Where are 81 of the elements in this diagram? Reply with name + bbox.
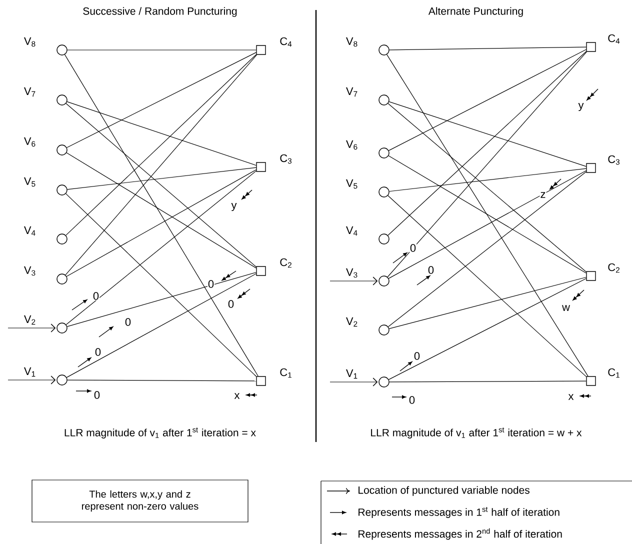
message-value: 0 [413, 352, 421, 360]
connector-line [66, 101, 256, 166]
connector-line [388, 278, 586, 380]
connector-line [66, 103, 256, 268]
message-value: 0 [408, 396, 416, 404]
connector-line [389, 46, 586, 50]
node-label: C$_{3}$ [608, 155, 620, 165]
panel-title: Successive / Random Puncturing [82, 6, 238, 18]
connector-line [66, 169, 256, 277]
connector-line [388, 172, 586, 327]
message-value: 0 [93, 390, 101, 400]
connector-line [388, 170, 586, 279]
legend-text: Represents messages in 1$^{st}$ half of iteration [358, 507, 560, 518]
connector-line [66, 272, 256, 327]
connector-line [387, 52, 588, 278]
connector-line [388, 276, 586, 329]
node-label: V$_{8}$ [24, 37, 36, 47]
legend-text: Location of punctured variable nodes [358, 486, 530, 496]
node-label: V$_{3}$ [346, 268, 358, 278]
connector-line [66, 152, 256, 268]
node-label: V$_{5}$ [346, 179, 358, 189]
message-value: y [578, 102, 584, 112]
connector-line [388, 51, 586, 236]
connector-line [388, 49, 586, 151]
message-value: w [562, 304, 570, 312]
node-label: C$_{1}$ [608, 368, 620, 378]
puncture-arrow [330, 378, 378, 386]
node-label: C$_{4}$ [608, 34, 620, 44]
message-value: 0 [409, 244, 417, 252]
connector-line [66, 54, 256, 236]
connector-line [388, 195, 586, 377]
node-label: V$_{1}$ [346, 369, 358, 379]
message-value: 0 [94, 348, 102, 356]
message-value: x [234, 392, 240, 400]
node-label: V$_{2}$ [346, 317, 358, 327]
result-caption: LLR magnitude of v$_{1}$ after 1$^{st}$ iteration = w + x [370, 427, 582, 439]
note-box: The letters w,x,y and z represent non-zero values [32, 480, 248, 522]
connector-line [388, 155, 586, 274]
node-label: C$_{4}$ [280, 37, 292, 47]
connector-line [66, 52, 256, 148]
connector-line [66, 273, 256, 378]
message-value: x [568, 394, 574, 400]
node-label: C$_{2}$ [280, 258, 292, 268]
legend-text: Represents messages in 2$^{nd}$ half of iteration [358, 528, 562, 540]
connector-line [64, 54, 258, 376]
connector-line [389, 168, 586, 192]
node-label: V$_{8}$ [346, 37, 358, 47]
message-value: z [540, 192, 546, 198]
node-label: V$_{1}$ [24, 367, 36, 377]
node-label: V$_{3}$ [24, 266, 36, 276]
result-caption: LLR magnitude of v$_{1}$ after 1$^{st}$ iteration = x [63, 427, 257, 439]
message-value: 0 [207, 280, 215, 288]
connector-line [65, 54, 258, 276]
node-label: C$_{3}$ [280, 154, 292, 164]
node-label: V$_{6}$ [24, 137, 36, 147]
node-label: C$_{2}$ [608, 263, 620, 273]
node-label: V$_{5}$ [24, 177, 36, 187]
puncture-arrow [330, 276, 378, 286]
puncture-arrow [8, 324, 56, 332]
message-value: 0 [124, 318, 132, 326]
connector-line [66, 193, 256, 377]
node-label: V$_{7}$ [24, 87, 36, 97]
node-label: V$_{4}$ [24, 226, 36, 236]
connector-line [66, 170, 256, 325]
node-label: C$_{1}$ [280, 368, 292, 378]
message-value: 0 [92, 292, 100, 300]
message-value: 0 [227, 300, 235, 308]
connector-line [67, 167, 256, 190]
connector-line [388, 103, 586, 272]
node-label: V$_{4}$ [346, 226, 358, 236]
connector-line [67, 380, 256, 382]
puncture-arrow [8, 376, 56, 384]
connector-line [388, 101, 586, 167]
connector-line [389, 380, 586, 382]
panel-title: Alternate Puncturing [428, 6, 524, 18]
node-label: V$_{2}$ [24, 315, 36, 325]
node-label: V$_{7}$ [346, 87, 358, 97]
message-value: 0 [427, 266, 435, 274]
message-value: y [230, 202, 238, 212]
node-label: V$_{6}$ [346, 140, 358, 150]
connector-line [386, 54, 588, 376]
